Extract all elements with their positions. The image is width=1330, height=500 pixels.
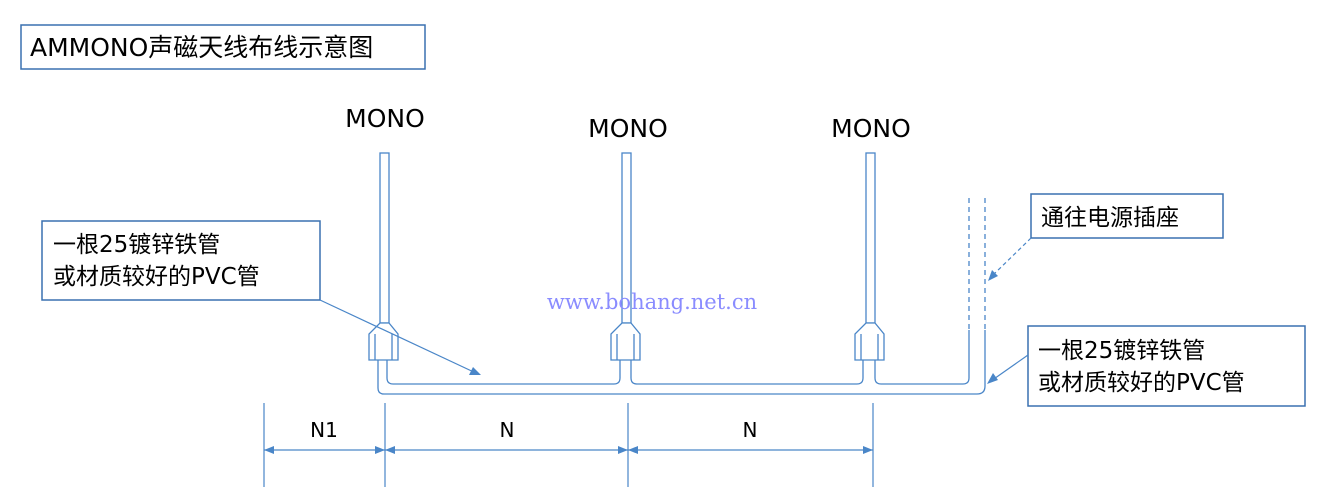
right-pipe-callout-line1: 一根25镀锌铁管: [1038, 338, 1205, 364]
dimension-label-n-1: N: [500, 418, 515, 442]
antenna-label-3: MONO: [831, 114, 911, 143]
title-box: AMMONO声磁天线布线示意图: [20, 24, 426, 70]
antenna-label-2: MONO: [588, 114, 668, 143]
left-pipe-callout-line1: 一根25镀锌铁管: [53, 232, 220, 258]
antenna-1: [368, 152, 399, 361]
dimension-arrowheads: [264, 446, 873, 454]
dimension-lines: [263, 403, 874, 487]
diagram-title: AMMONO声磁天线布线示意图: [30, 33, 373, 62]
antenna-3: [854, 152, 885, 361]
left-pipe-callout-line2: 或材质较好的PVC管: [53, 264, 260, 290]
power-socket-callout: 通往电源插座: [988, 193, 1224, 281]
right-pipe-callout-line2: 或材质较好的PVC管: [1038, 370, 1245, 396]
antenna-label-1: MONO: [345, 104, 425, 133]
antenna-2: [610, 152, 641, 361]
power-socket-label: 通往电源插座: [1041, 205, 1179, 231]
conduit-pipe: [377, 330, 986, 395]
watermark-text: www.bohang.net.cn: [547, 290, 757, 314]
power-conduit-dashed: [968, 198, 986, 330]
right-pipe-callout: 一根25镀锌铁管 或材质较好的PVC管: [987, 325, 1306, 407]
dimension-label-n1: N1: [310, 418, 338, 442]
dimension-label-n-2: N: [743, 418, 758, 442]
left-pipe-callout: 一根25镀锌铁管 或材质较好的PVC管: [41, 220, 481, 375]
